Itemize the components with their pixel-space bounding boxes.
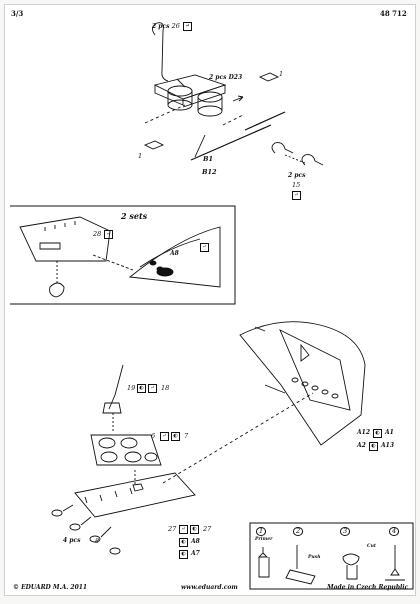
cylinder-right (197, 91, 223, 103)
part-19-label: 19 (127, 384, 136, 392)
paint-icon: ◐ (179, 550, 188, 559)
part-1-left (143, 140, 165, 150)
a8-label: A8 (170, 250, 179, 257)
hatch-frame (279, 329, 351, 411)
page-number: 3/3 (11, 9, 24, 18)
bend-icon: ⤶ (182, 22, 192, 31)
tray-part (90, 434, 162, 466)
hooks-right-label: 2 pcs (288, 172, 306, 179)
paint-icon: ◐ (369, 442, 378, 451)
paint-icon: ◐ (190, 525, 199, 534)
line-art (10, 22, 414, 590)
bend-icon: ⤶ (160, 432, 169, 441)
fuselage-section-a8 (128, 226, 221, 288)
cylinder-left (167, 85, 193, 97)
paint-icon: ◐ (171, 432, 180, 441)
d23-label: 2 pcs D23 (209, 74, 243, 81)
bend-icon: ⤶ (104, 230, 113, 239)
copyright: © EDUARD M.A. 2011 (13, 584, 88, 591)
hook-part-15a (271, 142, 294, 154)
a2-label: A2 (357, 442, 366, 449)
a12-label: A12 (357, 429, 371, 436)
part-7-label: 7 (184, 432, 189, 440)
kit-code: 48 712 (380, 9, 407, 18)
paint-icon: ◐ (179, 538, 188, 547)
step-3: 3 (340, 527, 351, 536)
part-1-right (258, 72, 280, 82)
part-27b-label: 27 (203, 525, 212, 533)
a7-label: A7 (191, 550, 200, 557)
part-1-right-label: 1 (279, 70, 284, 78)
a8-lower-label: A8 (191, 538, 200, 545)
fuselage-side (239, 321, 366, 446)
b1-label: B1 (203, 155, 214, 163)
part-8-label: 8 (95, 537, 100, 545)
paint-icon: ◐ (137, 384, 146, 393)
origin: Made in Czech Republic (327, 584, 409, 591)
hooks-top-label: 2 pcs 26 ⤶ (152, 22, 193, 31)
a13-label: A13 (381, 442, 395, 449)
push-label: Push (308, 555, 321, 560)
hook-part-26 (152, 22, 169, 82)
website: www.eduard.com (181, 584, 238, 591)
hook-part-15b (301, 154, 324, 166)
plate-part (74, 472, 196, 518)
a1-label: A1 (385, 429, 394, 436)
bend-icon: ⤶ (200, 243, 209, 252)
part-1-left-label: 1 (138, 152, 143, 160)
cut-label: Cut (367, 544, 376, 549)
sets-title: 2 sets (121, 211, 148, 221)
part-27a-label: 27 (168, 525, 177, 533)
step-4: 4 (389, 527, 400, 536)
small-knob (49, 282, 65, 298)
part-15-label: 15 (292, 181, 301, 189)
bend-icon: ⤶ (179, 525, 188, 534)
b12-label: B12 (202, 168, 217, 176)
primer-label: Primer (255, 537, 273, 542)
bend-icon: ⤶ (292, 191, 301, 200)
part-6-label: 6 (151, 432, 156, 440)
step-1: 1 (256, 527, 267, 536)
detail-frame (249, 522, 414, 590)
washer-count-label: 4 pcs (63, 537, 81, 544)
bend-icon: ⤶ (148, 384, 157, 393)
instruction-sheet: 3/3 48 712 (4, 4, 416, 596)
step-2: 2 (293, 527, 304, 536)
part-28-label: 28 (93, 230, 102, 238)
antenna-part (108, 364, 124, 410)
panel-part-28 (19, 216, 111, 262)
paint-icon: ◐ (373, 429, 382, 438)
sets-frame (10, 205, 236, 305)
part-18-label: 18 (161, 384, 170, 392)
